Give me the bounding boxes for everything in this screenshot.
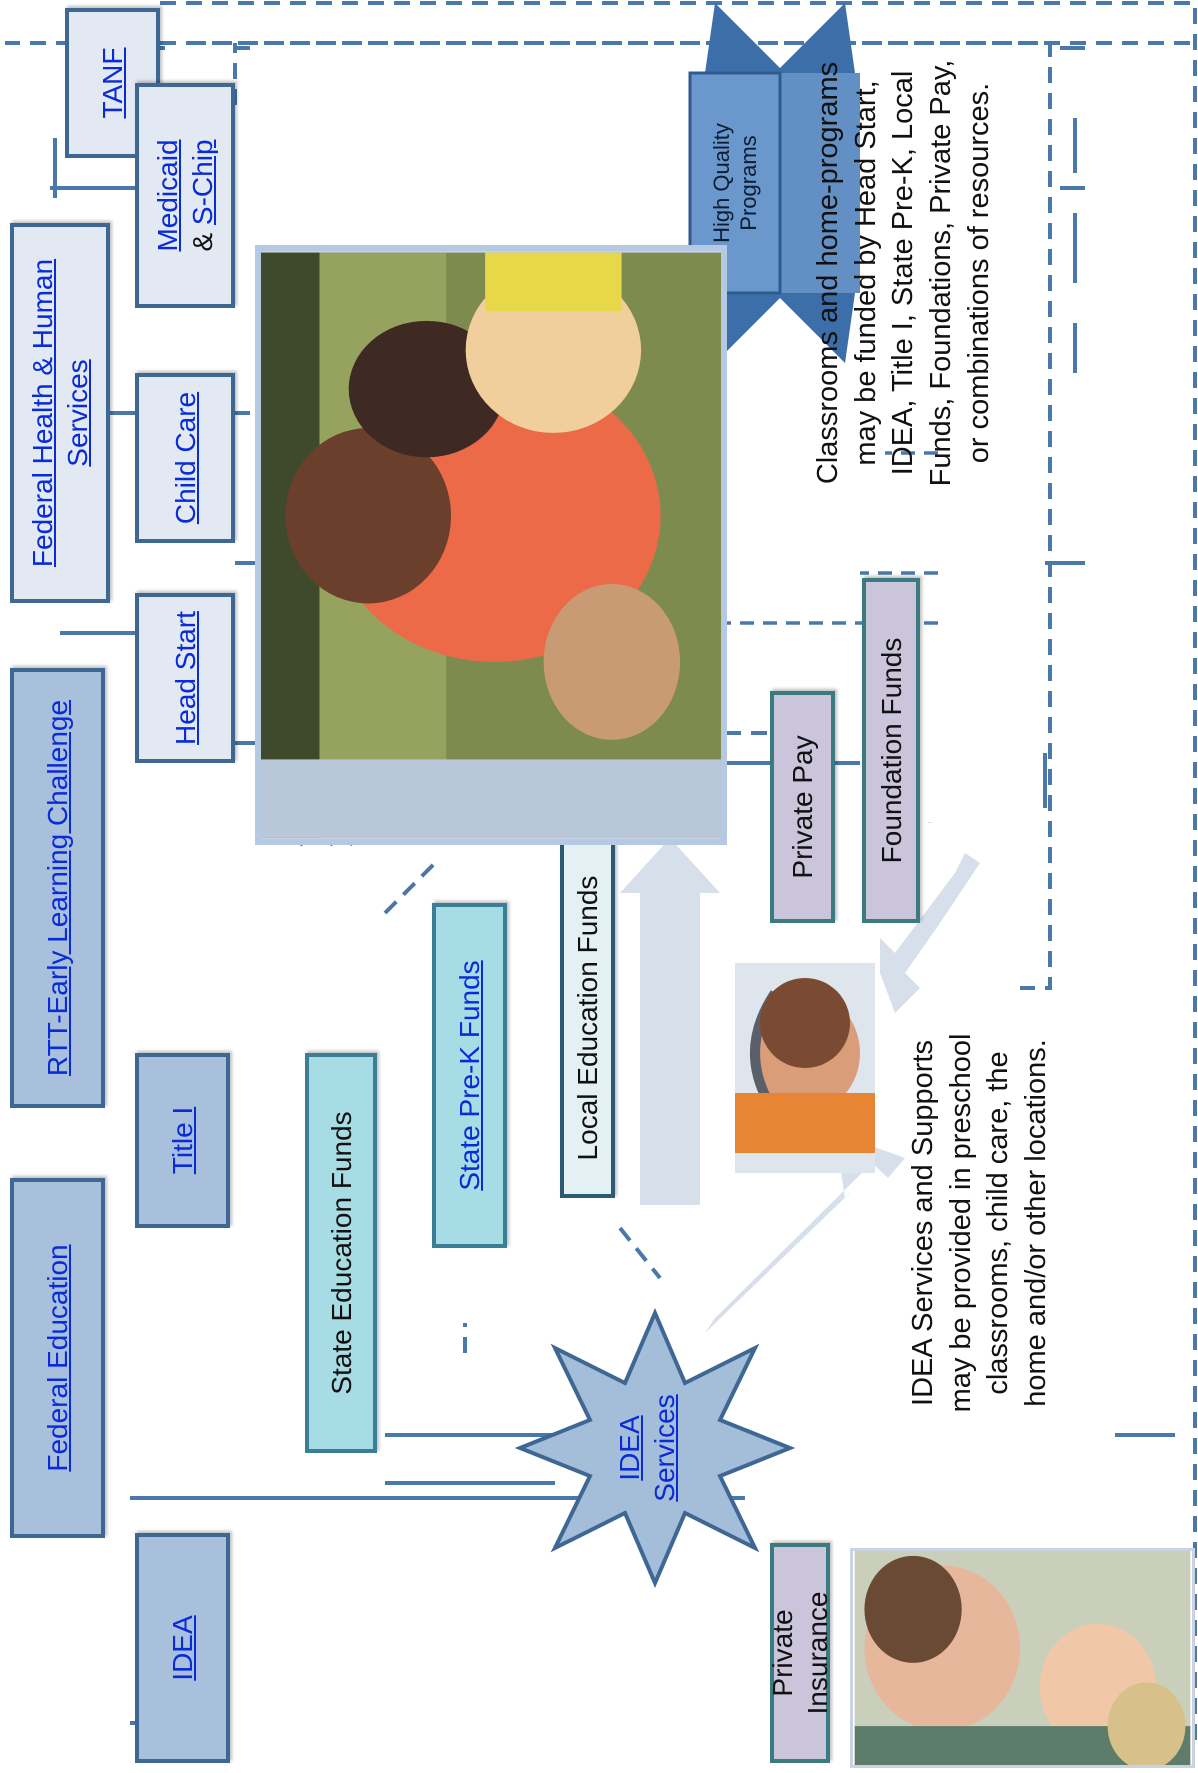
federal-education-box[interactable]: Federal Education xyxy=(10,1178,105,1538)
idea-services-star[interactable] xyxy=(515,1308,795,1588)
state-prek-link[interactable]: State Pre-K Funds xyxy=(454,960,485,1191)
programs-caption-line: may be funded by Head Start, xyxy=(849,80,882,466)
programs-caption-line: Funds, Foundations, Private Pay, xyxy=(925,59,958,487)
idea-link[interactable]: IDEA xyxy=(167,1615,198,1681)
tanf-link[interactable]: TANF xyxy=(97,47,128,119)
federal-education-link[interactable]: Federal Education xyxy=(42,1244,73,1472)
federal-hhs-box[interactable]: Federal Health & Human Services xyxy=(10,223,110,603)
state-education-label: State Education Funds xyxy=(325,1111,357,1395)
ribbon-label: High Quality Programs xyxy=(690,78,780,288)
schip-link[interactable]: S-Chip xyxy=(187,139,218,226)
idea-services-label[interactable]: IDEA Services xyxy=(612,1368,682,1528)
title-i-link[interactable]: Title I xyxy=(167,1106,198,1175)
photo-illustration xyxy=(261,252,721,838)
title-i-box[interactable]: Title I xyxy=(135,1053,230,1228)
ribbon-line-2: Programs xyxy=(736,135,761,231)
ribbon-banner xyxy=(688,3,860,363)
idea-box[interactable]: IDEA xyxy=(135,1533,230,1763)
programs-caption: Classrooms and home-programs may be fund… xyxy=(810,13,998,533)
foundation-funds-box[interactable]: Foundation Funds xyxy=(862,578,920,923)
child-care-link[interactable]: Child Care xyxy=(169,391,201,525)
idea-services-line-1[interactable]: IDEA xyxy=(614,1415,645,1481)
idea-caption-line: may be provided in preschool xyxy=(944,1033,977,1413)
programs-caption-line: Classrooms and home-programs xyxy=(812,61,844,485)
arrow-up-to-programs xyxy=(620,838,720,1205)
head-start-link[interactable]: Head Start xyxy=(169,611,201,745)
headphones-illustration xyxy=(735,963,875,1173)
dashed-connectors xyxy=(5,1,1197,1743)
rtt-link[interactable]: RTT-Early Learning Challenge xyxy=(42,699,73,1077)
mother-child-illustration xyxy=(854,1551,1191,1768)
local-education-label: Local Education Funds xyxy=(572,875,603,1161)
medicaid-amp: & xyxy=(187,232,218,252)
programs-caption-line: IDEA, Title I, State Pre-K, Local xyxy=(887,70,920,476)
federal-hhs-link[interactable]: Federal Health & Human Services xyxy=(27,258,93,568)
ribbon-line-1: High Quality xyxy=(708,123,734,243)
idea-services-line-2[interactable]: Services xyxy=(649,1394,680,1502)
idea-caption: IDEA Services and Supports may be provid… xyxy=(905,983,1056,1463)
rtt-early-learning-box[interactable]: RTT-Early Learning Challenge xyxy=(10,668,105,1108)
local-education-funds-box[interactable]: Local Education Funds xyxy=(560,838,615,1198)
flow-arrows xyxy=(620,838,980,1333)
arrow-from-programs xyxy=(880,853,980,1013)
state-education-funds-box[interactable]: State Education Funds xyxy=(305,1053,377,1453)
head-start-box[interactable]: Head Start xyxy=(135,593,235,763)
arrow-to-idea-photo xyxy=(705,1133,905,1333)
state-prek-funds-box[interactable]: State Pre-K Funds xyxy=(432,903,507,1248)
idea-caption-line: classrooms, child care, the xyxy=(982,1051,1015,1395)
child-care-box[interactable]: Child Care xyxy=(135,373,235,543)
programs-caption-line: or combinations of resources. xyxy=(962,82,995,464)
mother-child-photo xyxy=(850,1548,1195,1768)
private-pay-label: Private Pay xyxy=(787,735,818,879)
medicaid-schip-box[interactable]: Medicaid & S-Chip xyxy=(135,83,235,308)
foundation-funds-label: Foundation Funds xyxy=(875,637,907,864)
child-headphones-photo xyxy=(735,963,875,1173)
main-classroom-photo xyxy=(255,245,727,845)
private-pay-box[interactable]: Private Pay xyxy=(770,691,835,923)
idea-caption-line: IDEA Services and Supports xyxy=(907,1040,939,1406)
idea-caption-line: home and/or other locations. xyxy=(1020,1039,1053,1407)
medicaid-link[interactable]: Medicaid xyxy=(152,139,183,252)
